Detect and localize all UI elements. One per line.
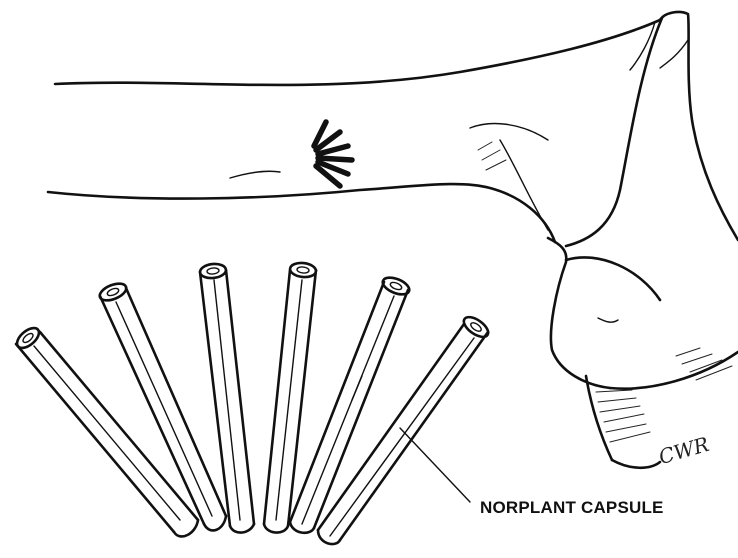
capsule [318,313,491,544]
capsules [14,262,492,544]
capsule [264,262,317,533]
norplant-capsule-label: NORPLANT CAPSULE [480,498,664,518]
insertion-site-marks [314,122,352,186]
label-leader-line [400,428,470,502]
insertion-mark [318,158,352,160]
upper-arm [48,20,688,242]
torso [470,12,738,468]
capsule [14,324,198,536]
capsule [199,263,254,533]
capsule [290,274,412,533]
